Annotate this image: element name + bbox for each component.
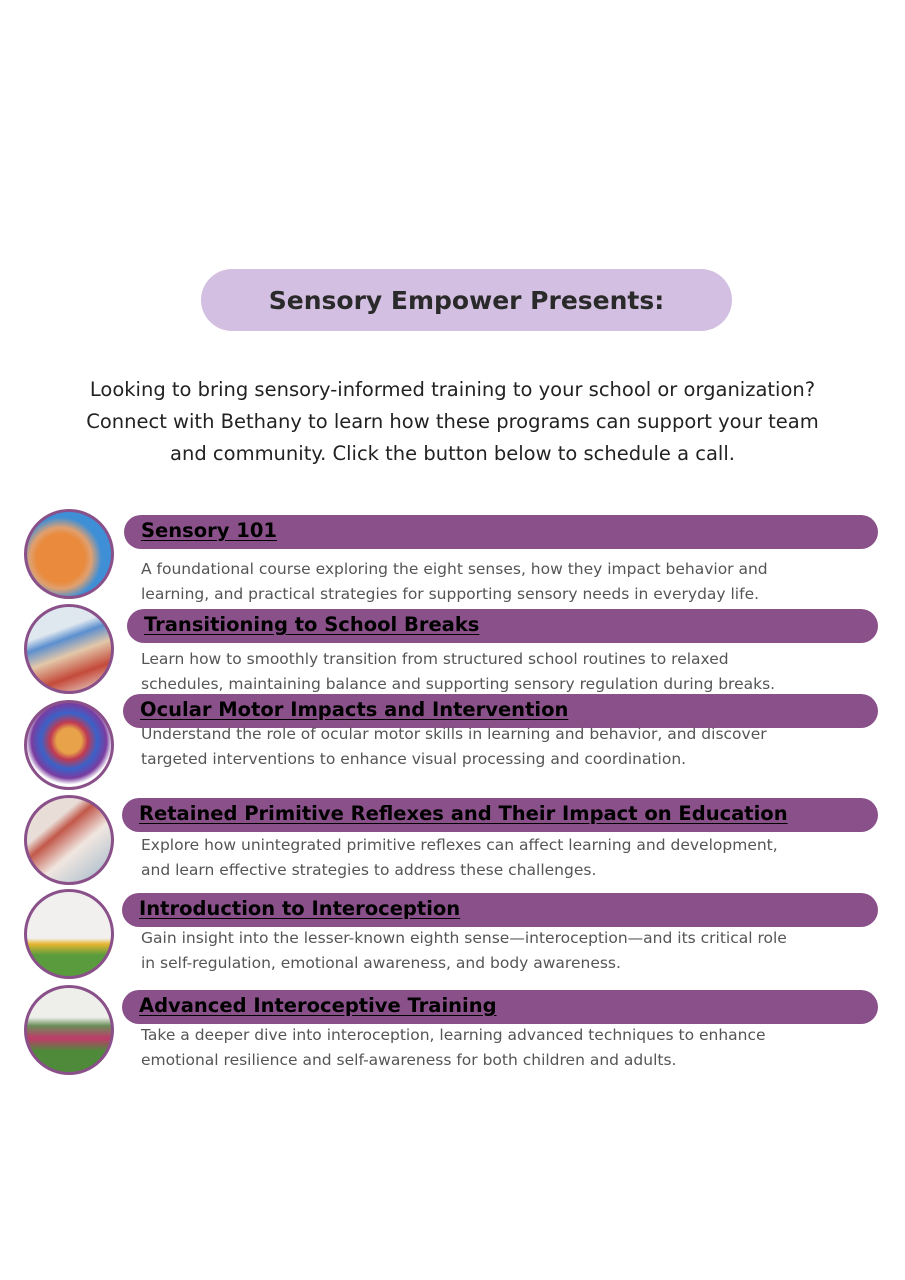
intro-text: Looking to bring sensory-informed traini… bbox=[60, 374, 845, 470]
course-image bbox=[24, 889, 114, 979]
header-pill: Sensory Empower Presents: bbox=[201, 269, 732, 331]
course-description: Understand the role of ocular motor skil… bbox=[141, 722, 881, 772]
description-line: emotional resilience and self-awareness … bbox=[141, 1051, 677, 1069]
course-description: Gain insight into the lesser-known eight… bbox=[141, 926, 881, 976]
description-line: targeted interventions to enhance visual… bbox=[141, 750, 687, 768]
description-line: and learn effective strategies to addres… bbox=[141, 861, 597, 879]
course-title-link[interactable]: Ocular Motor Impacts and Intervention bbox=[140, 698, 569, 721]
course-title-link[interactable]: Sensory 101 bbox=[141, 519, 277, 542]
course-title-bar[interactable]: Transitioning to School Breaks bbox=[127, 609, 878, 643]
course-title-link[interactable]: Advanced Interoceptive Training bbox=[139, 994, 497, 1017]
course-title-bar[interactable]: Ocular Motor Impacts and Intervention bbox=[123, 694, 878, 728]
course-title-link[interactable]: Introduction to Interoception bbox=[139, 897, 461, 920]
course-image bbox=[24, 700, 114, 790]
description-line: A foundational course exploring the eigh… bbox=[141, 560, 768, 578]
course-item: Introduction to Interoception Gain insig… bbox=[0, 889, 905, 989]
course-description: Explore how unintegrated primitive refle… bbox=[141, 833, 881, 883]
course-item: Retained Primitive Reflexes and Their Im… bbox=[0, 795, 905, 895]
course-description: A foundational course exploring the eigh… bbox=[141, 557, 881, 607]
course-title-bar[interactable]: Retained Primitive Reflexes and Their Im… bbox=[122, 798, 878, 832]
course-title-link[interactable]: Retained Primitive Reflexes and Their Im… bbox=[139, 802, 788, 825]
description-line: Explore how unintegrated primitive refle… bbox=[141, 836, 778, 854]
course-image bbox=[24, 509, 114, 599]
course-item: Advanced Interoceptive Training Take a d… bbox=[0, 985, 905, 1085]
course-image bbox=[24, 795, 114, 885]
course-item: Ocular Motor Impacts and Intervention Un… bbox=[0, 694, 905, 800]
course-title-link[interactable]: Transitioning to School Breaks bbox=[144, 613, 480, 636]
description-line: learning, and practical strategies for s… bbox=[141, 585, 760, 603]
description-line: Gain insight into the lesser-known eight… bbox=[141, 929, 787, 947]
course-description: Take a deeper dive into interoception, l… bbox=[141, 1023, 881, 1073]
intro-line: Looking to bring sensory-informed traini… bbox=[89, 378, 816, 401]
course-image bbox=[24, 604, 114, 694]
description-line: Take a deeper dive into interoception, l… bbox=[141, 1026, 766, 1044]
course-title-bar[interactable]: Introduction to Interoception bbox=[122, 893, 878, 927]
description-line: Learn how to smoothly transition from st… bbox=[141, 650, 729, 668]
course-title-bar[interactable]: Advanced Interoceptive Training bbox=[122, 990, 878, 1024]
course-item: Sensory 101 A foundational course explor… bbox=[0, 509, 905, 609]
intro-line: and community. Click the button below to… bbox=[170, 442, 735, 465]
course-title-bar[interactable]: Sensory 101 bbox=[124, 515, 878, 549]
intro-line: Connect with Bethany to learn how these … bbox=[86, 410, 819, 433]
course-description: Learn how to smoothly transition from st… bbox=[141, 647, 881, 697]
course-image bbox=[24, 985, 114, 1075]
description-line: schedules, maintaining balance and suppo… bbox=[141, 675, 776, 693]
page-title: Sensory Empower Presents: bbox=[268, 285, 665, 315]
description-line: Understand the role of ocular motor skil… bbox=[141, 725, 767, 743]
course-item: Transitioning to School Breaks Learn how… bbox=[0, 604, 905, 704]
description-line: in self-regulation, emotional awareness,… bbox=[141, 954, 621, 972]
